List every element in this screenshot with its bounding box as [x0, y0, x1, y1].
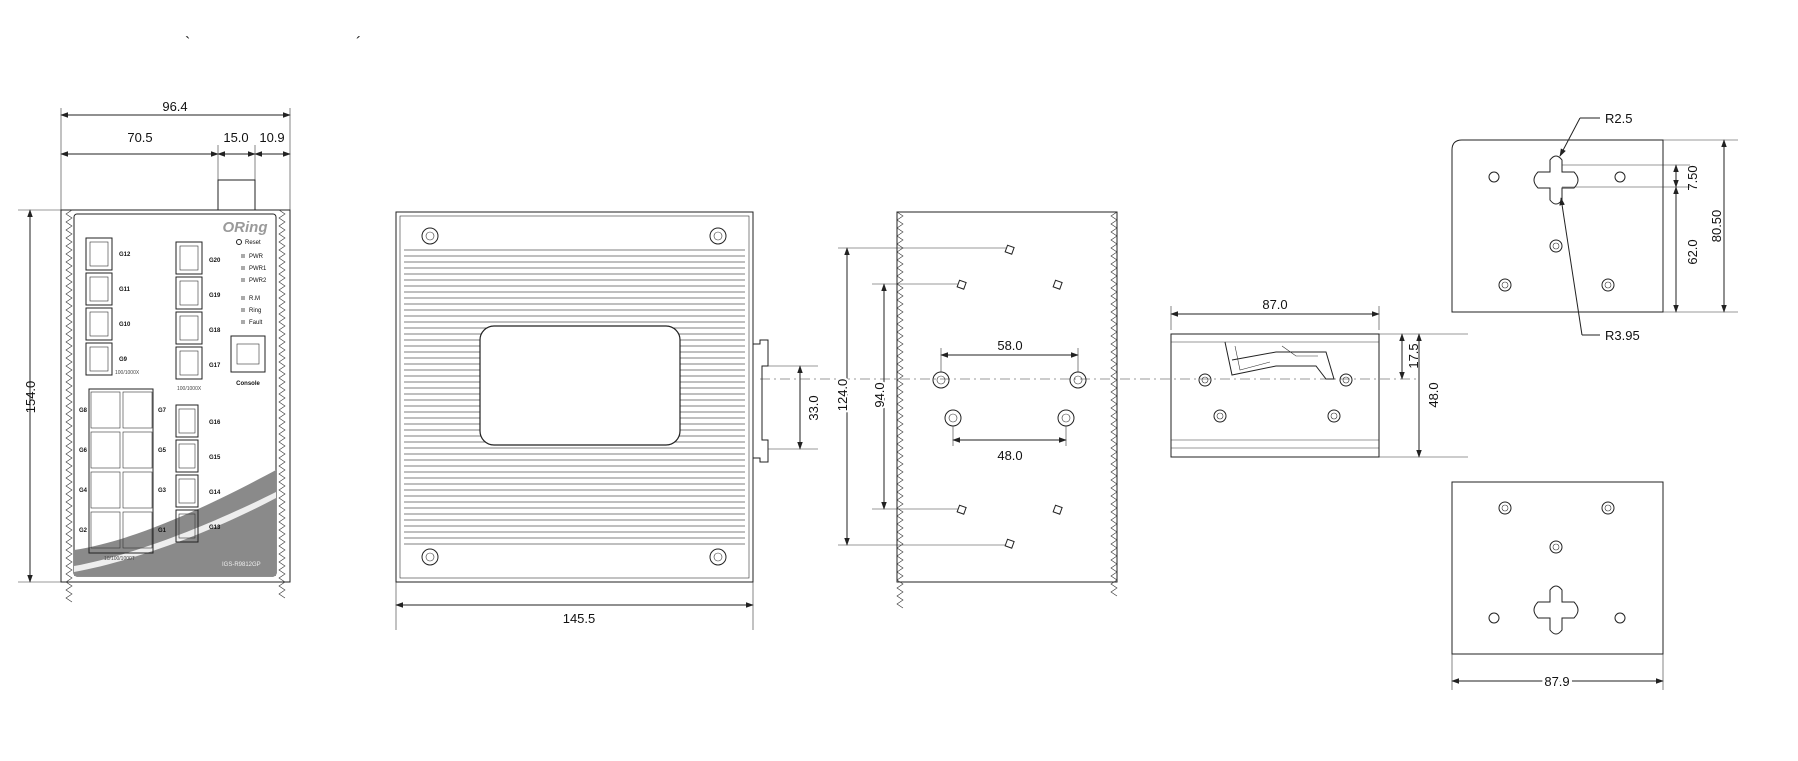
sfp-port-label: G9: [119, 357, 128, 363]
sfp-port[interactable]: [175, 241, 203, 275]
console-port[interactable]: [230, 335, 266, 373]
rj45-port[interactable]: [90, 431, 121, 469]
rj45-port[interactable]: [122, 391, 153, 429]
reset-button[interactable]: [236, 239, 242, 245]
side-width-label: 145.5: [563, 611, 596, 626]
rj45-port-label: G8: [79, 408, 88, 414]
small-offset-label: 7.50: [1685, 165, 1700, 190]
sfp-left-group: G12 G11 G10 G9 100/1000X: [85, 237, 140, 376]
led-label: R.M: [249, 296, 260, 302]
sfp-right-group: G20 G19 G18 G17 100/1000X: [175, 241, 221, 392]
rj45-port[interactable]: [122, 431, 153, 469]
sfp-port-label: G10: [119, 322, 131, 328]
sfp-port-label: G12: [119, 252, 131, 258]
sfp-port[interactable]: [85, 342, 113, 376]
overall-width-label: 96.4: [162, 99, 187, 114]
sfp-port-label: G11: [119, 287, 131, 293]
poe-port[interactable]: [175, 439, 199, 473]
console-label: Console: [236, 381, 260, 387]
lower-pitch-label: 48.0: [997, 448, 1022, 463]
brand-logo: ORing: [223, 219, 268, 236]
poe-group: G16 G15 G14 G13: [175, 404, 221, 543]
rj45-port-label: G6: [79, 448, 88, 454]
sfp-port-label: G18: [209, 328, 221, 334]
sfp-port[interactable]: [85, 237, 113, 271]
lower-radius-label: R3.95: [1605, 328, 1640, 343]
din-height-label: 48.0: [1426, 382, 1441, 407]
rj45-port-label: G4: [79, 488, 88, 494]
rear-width-label: 10.9: [259, 130, 284, 145]
wall-bracket-top: R2.5 R3.95 7.50 62.0 80.50: [1451, 111, 1738, 343]
rj45-port-label: G1: [158, 528, 167, 534]
body-width-label: 70.5: [127, 130, 152, 145]
reset-label: Reset: [245, 240, 261, 246]
keyhole-slot: [1533, 155, 1579, 205]
led-label: PWR2: [249, 278, 267, 284]
poe-port-label: G16: [209, 420, 221, 426]
sfp-port[interactable]: [85, 307, 113, 341]
rj45-port[interactable]: [90, 391, 121, 429]
rj45-port-label: G2: [79, 528, 88, 534]
rj45-port-label: G7: [158, 408, 167, 414]
hole-height-label: 62.0: [1685, 239, 1700, 264]
poe-port-label: G15: [209, 455, 221, 461]
sfp-port[interactable]: [85, 272, 113, 306]
rj45-port[interactable]: [90, 511, 121, 549]
rj45-port[interactable]: [90, 471, 121, 509]
outer-span-label: 124.0: [835, 379, 850, 412]
rj45-port-label: G3: [158, 488, 167, 494]
poe-port[interactable]: [175, 404, 199, 438]
led-label: Ring: [249, 308, 261, 314]
rj45-caption: 10/100/1000T: [104, 556, 135, 562]
led-label: PWR1: [249, 266, 267, 272]
led-labels: PWR PWR1 PWR2 R.M Ring Fault: [241, 254, 267, 326]
led-label: PWR: [249, 254, 264, 260]
keyhole-slot: [1533, 585, 1579, 635]
model-label: IGS-R9812GP: [222, 562, 261, 568]
height-label: 154.0: [23, 381, 38, 414]
rj45-group: G8 G6 G4 G2 G7 G5 G3 G1 10/100/1000T: [79, 388, 167, 562]
poe-port-label: G14: [209, 490, 221, 496]
bracket-width-label: 87.9: [1544, 674, 1569, 689]
inner-span-label: 94.0: [872, 382, 887, 407]
din-rail: 87.0 17.5 48.0: [1170, 297, 1468, 458]
sfp-port[interactable]: [175, 346, 203, 380]
front-view: 96.4 70.5 15.0 10.9 154.0 ORing Reset PW…: [18, 99, 291, 603]
din-width-label: 87.0: [1262, 297, 1287, 312]
sfp-port[interactable]: [175, 311, 203, 345]
slot-radius-label: R2.5: [1605, 111, 1632, 126]
connector-width-label: 15.0: [223, 130, 248, 145]
led-label: Fault: [249, 320, 263, 326]
rj45-port[interactable]: [122, 471, 153, 509]
sfp-port-label: G20: [209, 258, 221, 264]
side-window: [479, 325, 681, 446]
overall-height-label: 80.50: [1709, 210, 1724, 243]
clip-height-label: 33.0: [806, 395, 821, 420]
poe-port[interactable]: [175, 509, 199, 543]
rj45-port-label: G5: [158, 448, 167, 454]
wall-bracket-bottom: 87.9: [1451, 481, 1664, 692]
mark-left: `: [185, 35, 190, 52]
rj45-port[interactable]: [122, 511, 153, 549]
sfp-port-label: G19: [209, 293, 221, 299]
upper-pitch-label: 58.0: [997, 338, 1022, 353]
sfp-right-caption: 100/1000X: [177, 386, 202, 392]
sfp-left-caption: 100/1000X: [115, 370, 140, 376]
side-view: 33.0 145.5: [395, 211, 821, 630]
back-view: 124.0 94.0 58.0 48.0: [833, 211, 1118, 609]
poe-port-label: G13: [209, 525, 221, 531]
sfp-port[interactable]: [175, 276, 203, 310]
poe-port[interactable]: [175, 474, 199, 508]
sfp-port-label: G17: [209, 363, 221, 369]
mark-right: ´: [356, 35, 361, 52]
